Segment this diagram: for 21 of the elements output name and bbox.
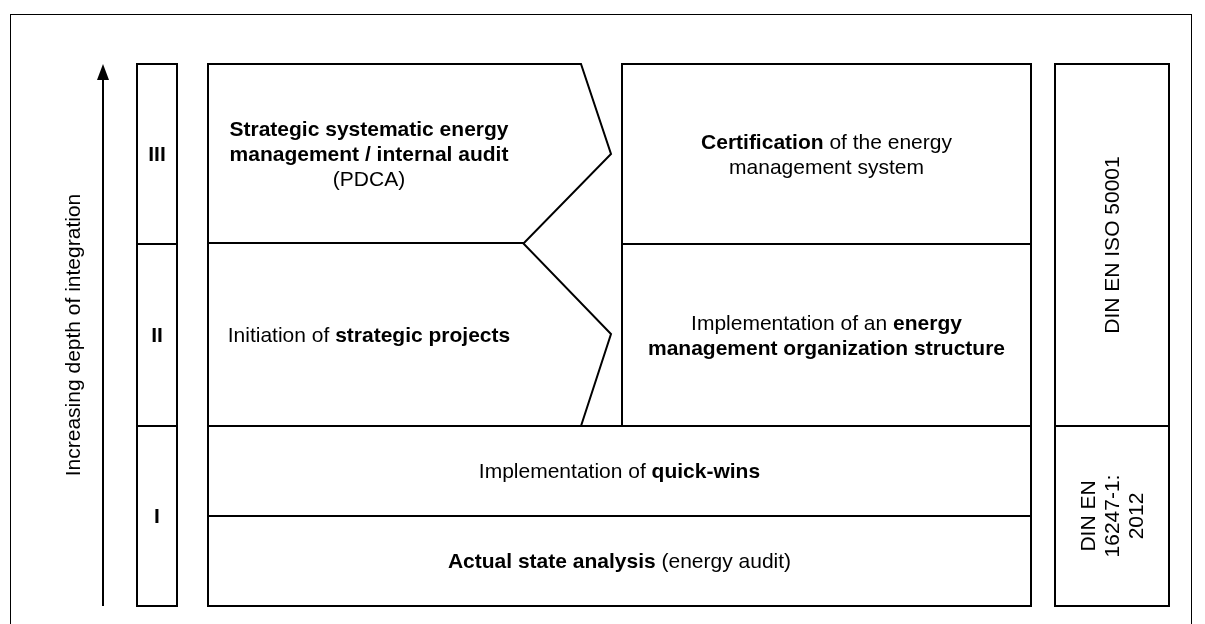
standard-box [1054, 425, 1170, 607]
step-box [207, 515, 1032, 607]
step-text: Implementation of quick-wins [477, 458, 762, 484]
standard-label: DIN EN 16247-1: 2012 [1075, 473, 1149, 560]
level-box [136, 63, 178, 245]
level-numeral: III [147, 141, 167, 167]
step-text: Certification of the energy management system [700, 128, 953, 180]
step-box [207, 425, 1032, 517]
level-numeral: II [150, 322, 164, 348]
step-text: Initiation of strategic projects [226, 322, 512, 348]
step-box [621, 243, 1032, 427]
step-box [621, 63, 1032, 245]
step-text: Implementation of an energy management organization structure [646, 309, 1007, 361]
standard-label: DIN EN ISO 50001 [1099, 155, 1124, 336]
level-numeral: I [153, 503, 161, 529]
level-box [136, 243, 178, 427]
step-text: Actual state analysis (energy audit) [446, 548, 793, 574]
standard-box [1054, 63, 1170, 427]
step-text: Strategic systematic energy management / internal audit (PDCA) [228, 116, 510, 192]
level-box [136, 425, 178, 607]
axis-label: Increasing depth of integration [61, 193, 85, 477]
